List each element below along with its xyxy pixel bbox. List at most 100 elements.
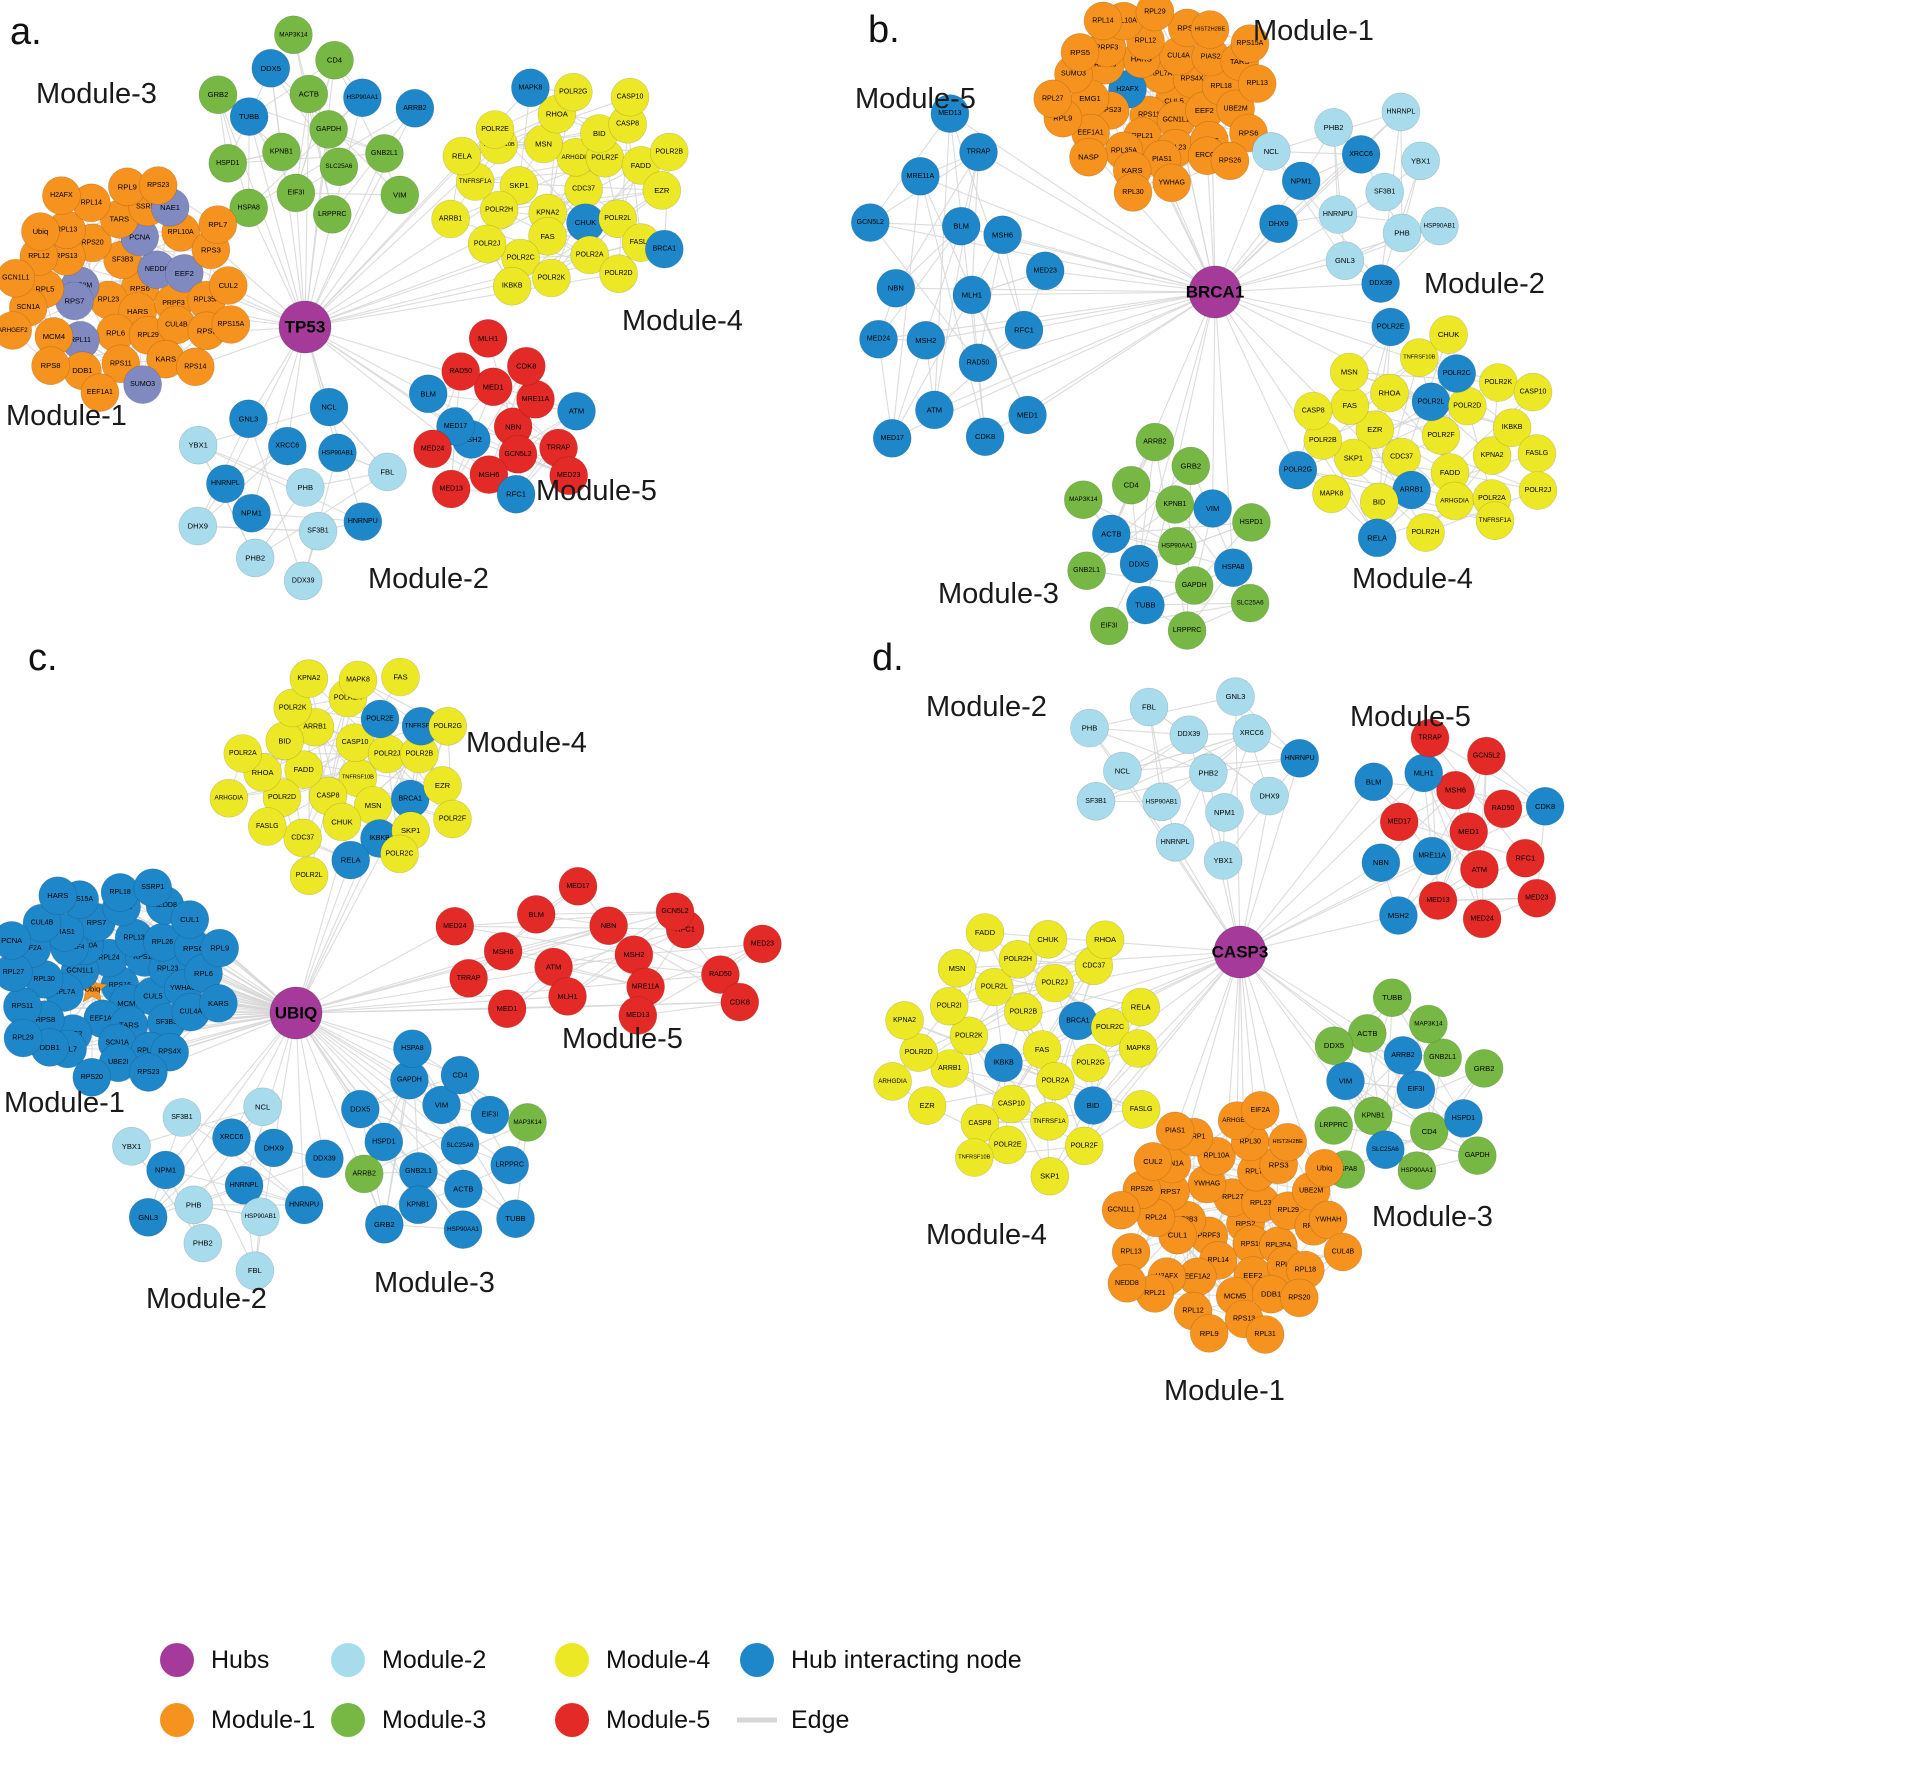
node-KPNB1[interactable]: KPNB1 (262, 132, 301, 172)
node-CDK8[interactable]: CDK8 (506, 346, 546, 386)
node-SKP1[interactable]: SKP1 (1030, 1156, 1070, 1196)
node-HNRNPL[interactable]: HNRNPL (1381, 92, 1421, 132)
node-HSP90AA1[interactable]: HSP90AA1 (1158, 526, 1197, 566)
node-HNRNPU[interactable]: HNRNPU (1280, 738, 1319, 778)
node-GNB2L1[interactable]: GNB2L1 (365, 134, 404, 173)
node-MED13[interactable]: MED13 (1418, 881, 1458, 920)
node-POLR2G[interactable]: POLR2G (1071, 1043, 1110, 1083)
node-FADD[interactable]: FADD (965, 913, 1005, 952)
node-PHB[interactable]: PHB (174, 1185, 213, 1225)
node-DDX39[interactable]: DDX39 (283, 561, 323, 601)
node-RPS20[interactable]: RPS20 (1280, 1278, 1319, 1318)
node-YWHAG[interactable]: YWHAG (1152, 163, 1191, 203)
node-RPL13[interactable]: RPL13 (1237, 64, 1277, 103)
node-HSP90AB1[interactable]: HSP90AB1 (318, 433, 357, 473)
node-BRCA1[interactable]: BRCA1 (1058, 1001, 1098, 1041)
node-DDX5[interactable]: DDX5 (340, 1089, 380, 1129)
node-BID[interactable]: BID (1073, 1086, 1113, 1125)
node-IKBKB[interactable]: IKBKB (492, 266, 532, 306)
node-LRPPRC[interactable]: LRPPRC (1314, 1106, 1353, 1145)
node-HSPD1[interactable]: HSPD1 (364, 1122, 404, 1162)
node-EIF2A[interactable]: EIF2A (1241, 1091, 1280, 1130)
node-HSPD1[interactable]: HSPD1 (208, 144, 248, 183)
node-DDX39[interactable]: DDX39 (1361, 264, 1400, 303)
node-EZR[interactable]: EZR (423, 766, 462, 805)
node-GNL3[interactable]: GNL3 (1325, 241, 1365, 281)
node-SLC25A6[interactable]: SLC25A6 (1230, 583, 1270, 623)
node-POLR2G[interactable]: POLR2G (1278, 450, 1318, 490)
node-PHB2[interactable]: PHB2 (183, 1223, 223, 1263)
node-HSPD1[interactable]: HSPD1 (1232, 503, 1271, 542)
node-ATM[interactable]: ATM (1460, 849, 1499, 889)
node-ARRB2[interactable]: ARRB2 (1383, 1036, 1423, 1075)
node-KARS[interactable]: KARS (199, 983, 238, 1023)
node-ARHGDIA[interactable]: ARHGDIA (873, 1062, 912, 1101)
node-POLR2J[interactable]: POLR2J (467, 224, 507, 264)
node-CHUK[interactable]: CHUK (322, 802, 362, 842)
node-MED23[interactable]: MED23 (743, 924, 782, 964)
node-MSH6[interactable]: MSH6 (483, 931, 523, 971)
node-HIST2H2BE[interactable]: HIST2H2BE (1190, 10, 1230, 49)
node-GNL3[interactable]: GNL3 (128, 1198, 168, 1237)
node-PHB2[interactable]: PHB2 (1314, 108, 1353, 147)
node-DHX9[interactable]: DHX9 (178, 506, 218, 546)
node-RAD50[interactable]: RAD50 (1483, 789, 1523, 829)
node-HNRNPL[interactable]: HNRNPL (1155, 822, 1195, 862)
node-NBN[interactable]: NBN (876, 268, 916, 308)
node-CASP10[interactable]: CASP10 (1513, 372, 1553, 412)
node-CD4[interactable]: CD4 (315, 40, 354, 80)
node-MED24[interactable]: MED24 (413, 429, 452, 469)
node-FASLG[interactable]: FASLG (247, 807, 287, 846)
node-EIF3I[interactable]: EIF3I (276, 173, 316, 213)
node-POLR2J[interactable]: POLR2J (1518, 471, 1558, 510)
node-CD4[interactable]: CD4 (1111, 465, 1151, 505)
node-IKBKB[interactable]: IKBKB (984, 1043, 1023, 1083)
node-GNB2L1[interactable]: GNB2L1 (1423, 1038, 1462, 1077)
node-MED23[interactable]: MED23 (1517, 878, 1557, 918)
node-SSRP1[interactable]: SSRP1 (133, 868, 172, 908)
node-NPM1[interactable]: NPM1 (1205, 793, 1244, 832)
node-GCN1L1[interactable]: GCN1L1 (1101, 1190, 1141, 1230)
node-SF3B1[interactable]: SF3B1 (298, 511, 338, 551)
node-MAP3K14[interactable]: MAP3K14 (1409, 1004, 1448, 1044)
node-MRE11A[interactable]: MRE11A (901, 157, 940, 196)
node-NCL[interactable]: NCL (309, 387, 349, 427)
node-GCN5L2[interactable]: GCN5L2 (655, 892, 695, 932)
node-HNRNPU[interactable]: HNRNPU (284, 1185, 324, 1225)
node-POLR2B[interactable]: POLR2B (649, 132, 689, 172)
node-LRPPRC[interactable]: LRPPRC (1167, 611, 1207, 650)
node-GRB2[interactable]: GRB2 (1464, 1049, 1504, 1088)
node-LRPPRC[interactable]: LRPPRC (490, 1145, 530, 1185)
node-DDX5[interactable]: DDX5 (1314, 1026, 1354, 1065)
hub-node-TP53[interactable]: TP53 (278, 300, 332, 354)
node-POLR2G[interactable]: POLR2G (553, 72, 593, 112)
node-SLC25A6[interactable]: SLC25A6 (440, 1126, 480, 1165)
node-HARS[interactable]: HARS (38, 876, 78, 916)
node-SF3B1[interactable]: SF3B1 (1365, 172, 1404, 212)
node-MLH1[interactable]: MLH1 (952, 275, 992, 315)
node-CUL2[interactable]: CUL2 (1133, 1142, 1173, 1181)
node-MED23[interactable]: MED23 (1025, 251, 1065, 291)
node-ARHGDIA[interactable]: ARHGDIA (209, 778, 249, 818)
node-POLR2K[interactable]: POLR2K (1479, 363, 1518, 402)
node-FAS[interactable]: FAS (1330, 386, 1370, 426)
node-PHB[interactable]: PHB (1070, 708, 1109, 748)
node-Ubiq[interactable]: Ubiq (21, 212, 60, 251)
node-GNL3[interactable]: GNL3 (229, 399, 268, 439)
node-TNFRSF1A[interactable]: TNFRSF1A (1475, 501, 1515, 541)
node-MED1[interactable]: MED1 (1449, 812, 1488, 851)
node-VIM[interactable]: VIM (1193, 489, 1232, 528)
node-POLR2E[interactable]: POLR2E (360, 699, 400, 739)
node-MSH6[interactable]: MSH6 (983, 215, 1022, 255)
node-MED13[interactable]: MED13 (431, 469, 471, 509)
node-CUL4B[interactable]: CUL4B (1323, 1232, 1363, 1272)
node-MAP3K14[interactable]: MAP3K14 (508, 1103, 547, 1142)
node-Ubiq[interactable]: Ubiq (1305, 1148, 1344, 1188)
node-SLC25A6[interactable]: SLC25A6 (1366, 1130, 1405, 1169)
node-TUBB[interactable]: TUBB (229, 97, 269, 136)
node-ARRB2[interactable]: ARRB2 (344, 1154, 384, 1194)
node-YBX1[interactable]: YBX1 (1401, 141, 1440, 181)
node-ARRB2[interactable]: ARRB2 (395, 89, 435, 128)
node-RELA[interactable]: RELA (331, 840, 371, 880)
node-HSP90AB1[interactable]: HSP90AB1 (1420, 206, 1459, 246)
